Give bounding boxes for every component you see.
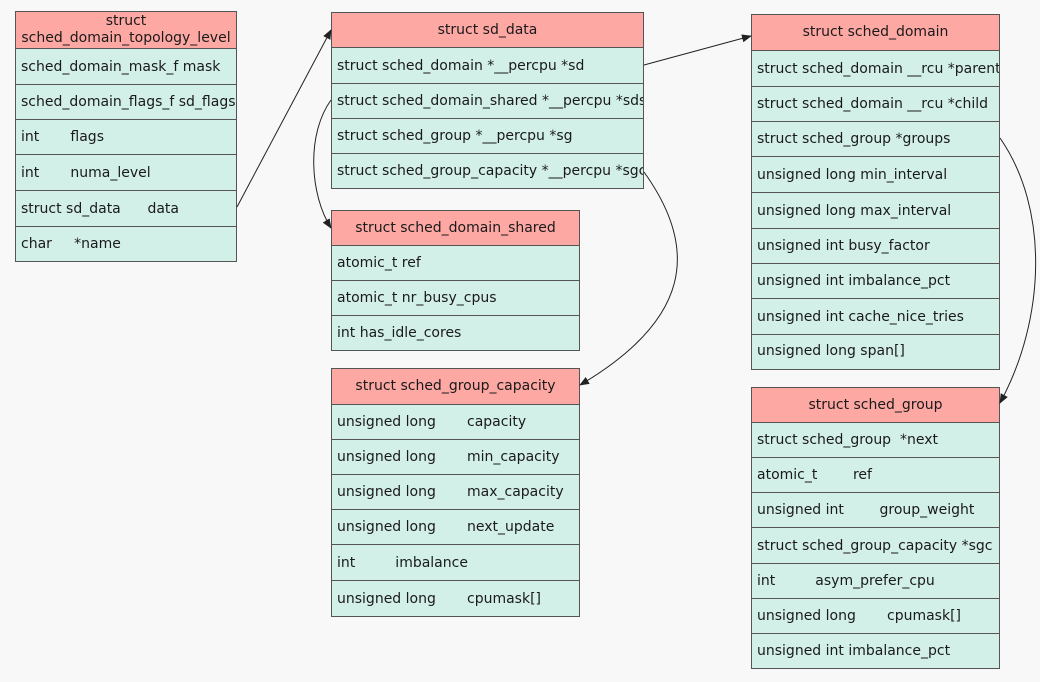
struct-field: unsigned int cache_nice_tries [752,299,999,335]
struct-field: unsigned int imbalance_pct [752,264,999,299]
struct-field: struct sched_group *__percpu *sg [332,119,643,154]
struct-field: unsigned long cpumask[] [337,590,542,607]
struct-field: unsigned long cpumask[] [752,599,999,634]
struct-field: struct sched_group_capacity *__percpu *s… [337,163,643,179]
struct-field: struct sched_domain __rcu *child [752,87,999,122]
struct-sched-domain-shared: struct sched_domain_shared atomic_t ref … [331,210,580,351]
arrow-sd-to-sched-domain [643,34,752,66]
struct-field: struct sd_data data [16,191,236,227]
struct-field: atomic_t ref [332,246,579,281]
struct-field: struct sched_domain_shared *__percpu *sd… [332,84,643,119]
struct-field: int has_idle_cores [337,325,462,341]
struct-sched-group-capacity: struct sched_group_capacity unsigned lon… [331,368,580,617]
struct-field: unsigned long max_capacity [332,475,579,510]
struct-field: unsigned int group_weight [752,493,999,528]
struct-field: unsigned long max_interval [752,193,999,229]
struct-field: unsigned long min_capacity [332,440,579,475]
struct-sched-group: struct sched_group struct sched_group *n… [751,387,1000,669]
arrow-groups-to-sched-group [999,137,1037,404]
struct-sd-data: struct sd_data struct sched_domain *__pe… [331,12,644,189]
struct-field: unsigned long capacity [332,405,579,440]
struct-field: struct sched_group *next [752,423,999,458]
struct-field: int numa_level [16,155,236,191]
struct-field: struct sched_group *groups [752,122,999,157]
struct-field: int imbalance [332,545,579,581]
struct-field: int flags [16,120,236,155]
struct-field: unsigned int busy_factor [752,229,999,264]
arrow-sgc-to-capacity [579,171,678,386]
struct-header: struct sched_domain [752,15,999,51]
struct-topology-level: struct sched_domain_topology_level sched… [15,11,237,262]
struct-field: struct sched_domain __rcu *parent [752,51,999,87]
struct-field: int asym_prefer_cpu [752,564,999,599]
struct-header: struct sched_domain_topology_level [16,12,236,49]
struct-header: struct sd_data [332,13,643,48]
struct-header: struct sched_group [752,388,999,423]
arrow-data-to-sd-data [236,29,332,208]
struct-field: unsigned int imbalance_pct [757,643,951,659]
struct-field: unsigned long next_update [332,510,579,545]
struct-field: atomic_t nr_busy_cpus [332,281,579,316]
struct-field: struct sched_group_capacity *sgc [752,528,999,564]
struct-field: unsigned long span[] [757,343,905,359]
struct-field: sched_domain_mask_f mask [16,49,236,85]
struct-field: struct sched_domain *__percpu *sd [332,48,643,84]
struct-field: sched_domain_flags_f sd_flags [16,85,236,120]
arrow-sds-to-shared [313,99,332,229]
struct-header: struct sched_domain_shared [332,211,579,246]
struct-field: unsigned long min_interval [752,157,999,193]
struct-field: atomic_t ref [752,458,999,493]
struct-sched-domain: struct sched_domain struct sched_domain … [751,14,1000,370]
struct-header: struct sched_group_capacity [332,369,579,405]
struct-field: char *name [21,236,121,252]
